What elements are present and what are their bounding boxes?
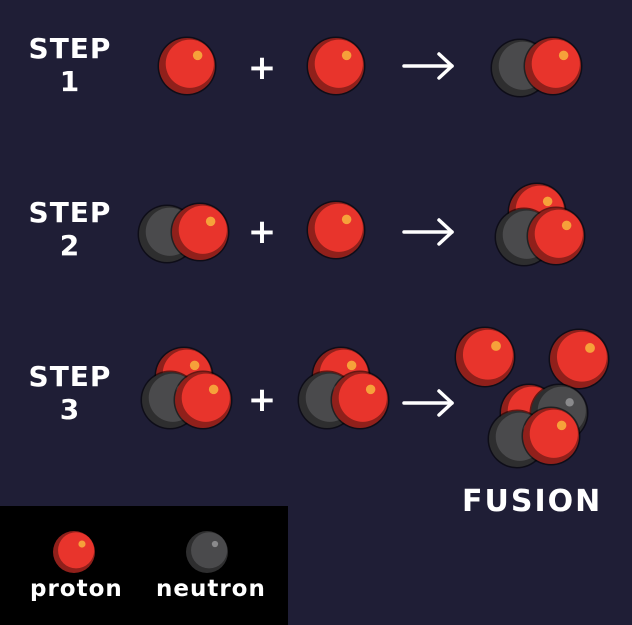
step-2-number: 2 [59, 229, 81, 262]
step-3-b-proton [330, 370, 390, 430]
legend: proton neutron [0, 506, 288, 625]
step-1-word: STEP [28, 32, 112, 65]
fusion-he4-proton-front [521, 406, 581, 466]
step-1-number: 1 [59, 65, 81, 98]
legend-icons [51, 529, 230, 575]
fusion-free-proton-left [454, 326, 516, 388]
step-3-plus: + [248, 380, 277, 420]
step-1-proton-b [306, 36, 366, 96]
step-2-proton [170, 202, 230, 262]
step-1-result-proton [523, 36, 583, 96]
step-3-word: STEP [28, 360, 112, 393]
step-3-number: 3 [59, 393, 81, 426]
legend-proton-label: proton [30, 576, 123, 602]
step-1-arrow [402, 52, 454, 80]
step-3-arrow [402, 389, 454, 417]
step-3-a-proton [173, 370, 233, 430]
legend-proton-icon [51, 529, 97, 575]
step-2-result-proton [526, 206, 586, 266]
step-1-plus: + [248, 48, 277, 88]
step-1-label: STEP 1 [20, 32, 120, 98]
legend-neutron-icon [184, 529, 230, 575]
step-3-label: STEP 3 [20, 360, 120, 426]
step-2-proton-b [306, 200, 366, 260]
step-2-word: STEP [28, 196, 112, 229]
legend-neutron-label: neutron [156, 576, 266, 602]
fusion-label: FUSION [462, 484, 603, 519]
step-1-proton-a [157, 36, 217, 96]
step-2-label: STEP 2 [20, 196, 120, 262]
fusion-free-proton-right [548, 328, 610, 390]
step-2-plus: + [248, 212, 277, 252]
step-2-arrow [402, 218, 454, 246]
